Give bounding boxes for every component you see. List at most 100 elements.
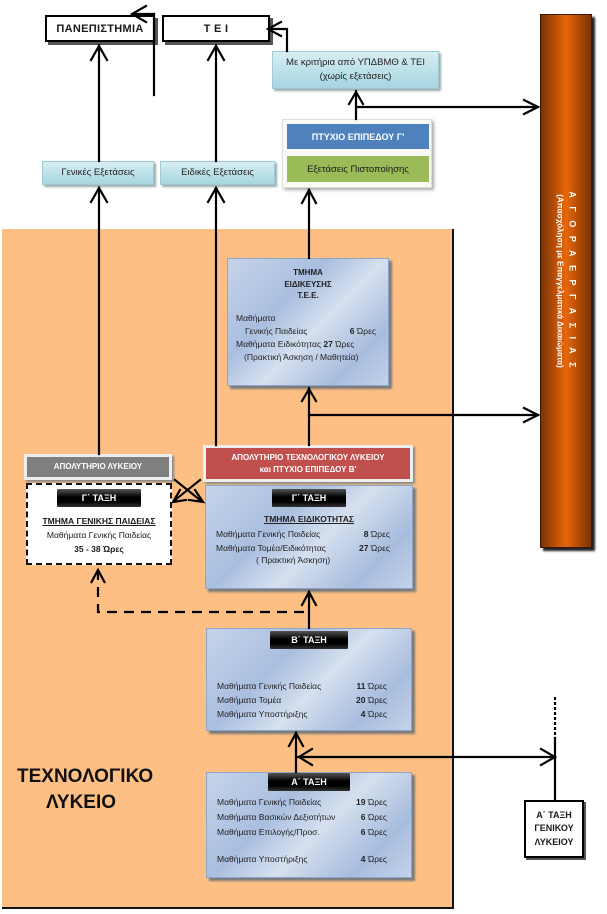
specialty-row: Μαθήματα Γενικής Παιδείας 8 Ώρες (216, 529, 390, 539)
criteria-line2: (χωρίς εξετάσεις) (319, 71, 392, 82)
specialization-title-line3: Τ.Ε.Ε. (297, 291, 319, 301)
panel-title: ΤΕΧΝΟΛΟΓΙΚΟ ΛΥΚΕΙΟ (17, 764, 154, 815)
general-hours: 35 - 38 Ώρες (74, 544, 124, 554)
row-label: Μαθήματα Γενικής Παιδείας (217, 681, 322, 691)
row-unit: Ώρες (335, 339, 355, 349)
cross-arrow-2 (173, 478, 202, 502)
row-label: Μαθήματα Ειδικότητας (236, 339, 322, 349)
arrowhead-up (89, 43, 109, 62)
degree-c-label: ΠΤΥΧΙΟ ΕΠΙΠΕΔΟΥ Γ' (311, 131, 405, 142)
arrowhead-up (206, 185, 226, 204)
arrowhead-up (300, 589, 318, 607)
row-hours: 4 (360, 709, 366, 719)
row-hours: 27 (323, 339, 333, 349)
arrowhead-up (300, 187, 318, 205)
row-label: Μαθήματα Βασικών Δεξιοτήτων (217, 812, 336, 822)
general-lyceum-cert-label: ΑΠΟΛΥΤΗΡΙΟ ΛΥΚΕΙΟΥ (53, 462, 143, 471)
grade-a-row: Μαθήματα Γενικής Παιδείας 19 Ώρες (217, 797, 387, 807)
specialty-note: ( Πρακτική Άσκηση) (256, 555, 331, 565)
labor-market-bar: Α Γ Ο Ρ Α Ε Ρ Γ Α Σ Ι Α Σ (Απασχόληση με… (540, 14, 592, 548)
criteria-box: Με κριτήρια από ΥΠΔΒΜΘ & ΤΕΙ (χωρίς εξετ… (272, 51, 439, 89)
row-hours: 20 (356, 695, 366, 705)
row-hours: 4 (360, 854, 366, 864)
grade-c-tab-general: Γ΄ ΤΑΞΗ (57, 489, 141, 507)
general-lyceum-line3: ΛΥΚΕΙΟΥ (534, 836, 574, 847)
row-label: Γενικής Παιδείας (245, 326, 308, 336)
panel-title-line1: ΤΕΧΝΟΛΟΓΙΚΟ (17, 766, 154, 787)
row-unit: Ώρες (367, 797, 387, 807)
tech-cert-line1: ΑΠΟΛΥΤΗΡΙΟ ΤΕΧΝΟΛΟΓΙΚΟΥ ΛΥΚΕΙΟΥ (231, 452, 385, 462)
row-unit: Ώρες (367, 709, 387, 719)
specialization-box: ΤΜΗΜΑ ΕΙΔΙΚΕΥΣΗΣ Τ.Ε.Ε. Μαθήματα Γενικής… (227, 258, 389, 386)
row-hours: 6 (349, 326, 355, 336)
arrowhead-right (522, 98, 541, 116)
arrowhead-left (170, 488, 188, 504)
general-lyceum-line2: ΓΕΝΙΚΟΥ (534, 823, 574, 834)
universities-label: ΠΑΝΕΠΙΣΤΗΜΙΑ (56, 22, 144, 35)
grade-b-row: Μαθήματα Τομέα 20 Ώρες (217, 695, 387, 705)
row-hours: 27 (359, 543, 369, 553)
general-exams-label: Γενικές Εξετάσεις (61, 166, 135, 178)
arrowhead-up (206, 43, 226, 62)
specialization-row-specialty: Μαθήματα Ειδικότητας 27 Ώρες (236, 339, 376, 349)
general-lyceum-cert-banner: ΑΠΟΛΥΤΗΡΙΟ ΛΥΚΕΙΟΥ (24, 454, 172, 480)
grade-b-row: Μαθήματα Γενικής Παιδείας 11 Ώρες (217, 681, 387, 691)
arrowhead-up (287, 730, 305, 748)
specialization-row-general: Γενικής Παιδείας 6 Ώρες (245, 326, 376, 336)
arrowhead-up (347, 89, 365, 106)
specialization-courses-label: Μαθήματα (236, 313, 276, 323)
row-label: Μαθήματα Γενικής Παιδείας (216, 529, 321, 539)
arrow-criteria-to-tei (270, 27, 289, 53)
arrowhead-right (522, 406, 541, 424)
criteria-line1: Με κριτήρια από ΥΠΔΒΜΘ & ΤΕΙ (286, 56, 425, 68)
tech-cert-banner: ΑΠΟΛΥΤΗΡΙΟ ΤΕΧΝΟΛΟΓΙΚΟΥ ΛΥΚΕΙΟΥ και ΠΤΥΧ… (203, 445, 413, 482)
row-unit: Ώρες (370, 543, 390, 553)
special-exams-box: Ειδικές Εξετάσεις (160, 161, 275, 185)
specialty-row: Μαθήματα Τομέα/Ειδικότητας 27 Ώρες (216, 543, 390, 553)
grade-c-tab-specialty: Γ΄ ΤΑΞΗ (272, 489, 346, 507)
specialty-section-title: ΤΜΗΜΑ ΕΙΔΙΚΟΤΗΤΑΣ (264, 514, 354, 524)
grade-b-row: Μαθήματα Υποστήριξης 4 Ώρες (217, 709, 387, 719)
row-label: Μαθήματα Επιλογής/Προσ. (217, 827, 320, 837)
row-unit: Ώρες (356, 326, 376, 336)
row-hours: 8 (363, 529, 369, 539)
specialization-title-line1: ΤΜΗΜΑ (293, 268, 323, 277)
arrowhead-left (129, 4, 148, 24)
arrowhead-left (265, 20, 283, 38)
row-unit: Ώρες (367, 827, 387, 837)
row-unit: Ώρες (367, 681, 387, 691)
row-unit: Ώρες (367, 812, 387, 822)
row-hours: 11 (356, 681, 366, 691)
grade-c-specialty-box: Γ΄ ΤΑΞΗ ΤΜΗΜΑ ΕΙΔΙΚΟΤΗΤΑΣ Μαθήματα Γενικ… (205, 485, 413, 589)
panel-title-line2: ΛΥΚΕΙΟ (45, 791, 117, 813)
general-courses: Μαθήματα Γενικής Παιδείας (46, 530, 152, 540)
tei-label: Τ Ε Ι (203, 22, 229, 35)
row-label: Μαθήματα Υποστήριξης (217, 854, 308, 864)
grade-a-row: Μαθήματα Υποστήριξης 4 Ώρες (217, 854, 387, 864)
row-hours: 6 (360, 812, 366, 822)
general-exams-box: Γενικές Εξετάσεις (42, 161, 154, 185)
grade-a-row: Μαθήματα Βασικών Δεξιοτήτων 6 Ώρες (217, 812, 387, 822)
specialization-title-line2: ΕΙΔΙΚΕΥΣΗΣ (284, 279, 332, 289)
special-exams-label: Ειδικές Εξετάσεις (181, 166, 254, 178)
universities-box: ΠΑΝΕΠΙΣΤΗΜΙΑ (45, 15, 155, 42)
row-unit: Ώρες (367, 695, 387, 705)
grade-a-box: Α΄ ΤΑΞΗ Μαθήματα Γενικής Παιδείας 19 Ώρε… (206, 772, 412, 878)
degree-group: ΠΤΥΧΙΟ ΕΠΙΠΕΔΟΥ Γ' Εξετάσεις Πιστοποίηση… (282, 119, 432, 188)
row-hours: 19 (356, 797, 366, 807)
row-hours: 6 (360, 827, 366, 837)
grade-a-tab: Α΄ ΤΑΞΗ (268, 773, 350, 791)
arrowhead-left (296, 747, 314, 767)
row-label: Μαθήματα Υποστήριξης (217, 709, 308, 719)
certification-exams-box: Εξετάσεις Πιστοποίησης (287, 156, 429, 182)
row-unit: Ώρες (370, 529, 390, 539)
general-education-box: Γ΄ ΤΑΞΗ ΤΜΗΜΑ ΓΕΝΙΚΗΣ ΠΑΙΔΕΙΑΣ Μαθήματα … (26, 483, 172, 565)
grade-b-box: Β΄ ΤΑΞΗ Μαθήματα Γενικής Παιδείας 11 Ώρε… (206, 628, 412, 731)
general-lyceum-grade-a-box: Α΄ ΤΑΞΗ ΓΕΝΙΚΟΥ ΛΥΚΕΙΟΥ (524, 800, 584, 858)
general-section-title: ΤΜΗΜΑ ΓΕΝΙΚΗΣ ΠΑΙΔΕΙΑΣ (42, 516, 156, 526)
row-label: Μαθήματα Τομέα (217, 695, 282, 705)
arrowhead-up (89, 185, 109, 204)
arrowhead-right (187, 488, 206, 504)
specialization-practice: (Πρακτική Άσκηση / Μαθητεία) (244, 352, 359, 362)
